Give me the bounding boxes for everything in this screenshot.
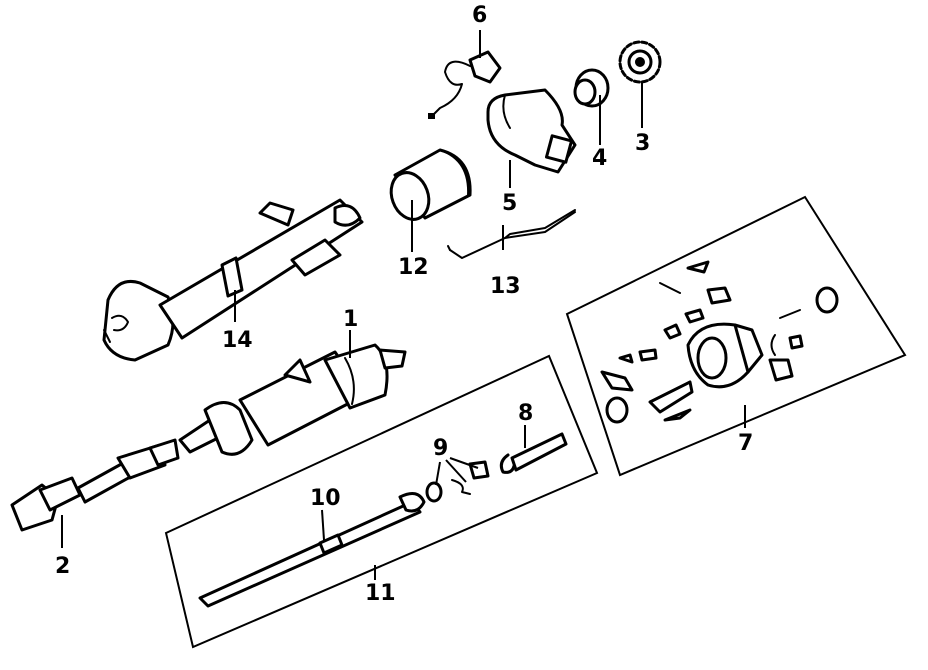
outer-column-jacket [102,198,364,362]
kit-box-7 [565,195,907,477]
bearing-ring [573,68,610,108]
shift-linkage-rod [198,491,426,608]
callout-14: 14 [222,328,253,353]
callout-3: 3 [635,131,650,156]
kit-box-11 [164,354,599,649]
callout-1: 1 [343,307,358,332]
callout-11: 11 [365,581,396,606]
callout-7: 7 [738,431,753,456]
callout-5: 5 [502,191,517,216]
callout-4: 4 [592,146,607,171]
callout-9: 9 [433,436,448,461]
steering-column-assembly [178,343,407,456]
callout-13: 13 [490,274,521,299]
upper-shaft [499,432,568,474]
switch-with-harness [428,50,502,119]
intermediate-shaft [10,438,180,532]
lock-plate [618,40,662,84]
callout-8: 8 [518,401,533,426]
column-housing [486,88,577,174]
callout-10: 10 [310,486,341,511]
repair-kit-parts [600,260,839,424]
callout-labels: 1 2 3 4 5 6 7 8 9 10 11 12 13 14 [55,3,753,606]
callout-6: 6 [472,3,487,28]
bearing-sleeve [389,148,472,221]
leader-lines [61,30,746,580]
callout-2: 2 [55,554,70,579]
shift-rod [447,209,576,259]
callout-12: 12 [398,255,429,280]
